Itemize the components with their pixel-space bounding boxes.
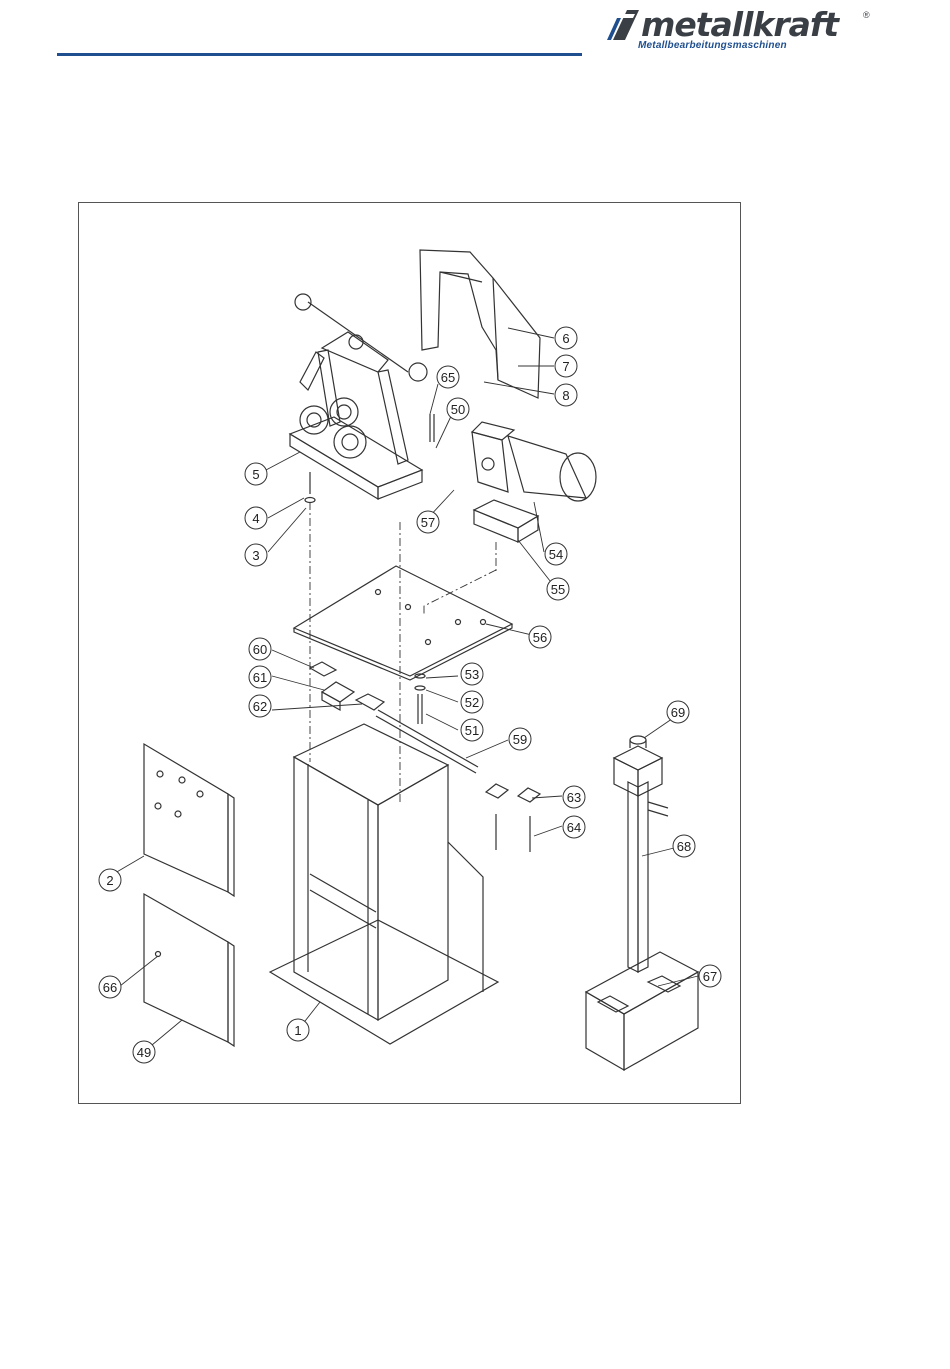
bolt-51 [415, 674, 425, 724]
callout-52: 52 [461, 691, 483, 713]
side-panel-2 [144, 744, 234, 896]
callout-label-56: 56 [533, 630, 547, 645]
gear-motor-54 [472, 422, 596, 501]
callout-label-68: 68 [677, 839, 691, 854]
callout-65: 65 [437, 366, 459, 388]
callout-label-50: 50 [451, 402, 465, 417]
control-shaft-59 [376, 710, 478, 773]
door-panel-49 [144, 894, 234, 1046]
callout-label-54: 54 [549, 547, 563, 562]
callout-label-65: 65 [441, 370, 455, 385]
callout-6: 6 [555, 327, 577, 349]
brand-logo: metallkraft ® Metallbearbeitungsmaschine… [605, 6, 875, 56]
header-rule [57, 53, 582, 56]
callout-label-59: 59 [513, 732, 527, 747]
callout-66: 66 [99, 976, 121, 998]
callout-69: 69 [667, 701, 689, 723]
callout-64: 64 [563, 816, 585, 838]
bending-head-5 [290, 294, 427, 499]
registered-mark: ® [863, 10, 870, 20]
callout-51: 51 [461, 719, 483, 741]
callout-61: 61 [249, 666, 271, 688]
callout-59: 59 [509, 728, 531, 750]
callout-label-3: 3 [252, 548, 259, 563]
callout-56: 56 [529, 626, 551, 648]
callout-label-52: 52 [465, 695, 479, 710]
callout-53: 53 [461, 663, 483, 685]
callout-label-4: 4 [252, 511, 259, 526]
callout-label-49: 49 [137, 1045, 151, 1060]
callout-label-63: 63 [567, 790, 581, 805]
logo-mark-icon [605, 8, 641, 42]
callout-62: 62 [249, 695, 271, 717]
callout-55: 55 [547, 578, 569, 600]
callout-54: 54 [545, 543, 567, 565]
callout-label-66: 66 [103, 980, 117, 995]
callout-label-62: 62 [253, 699, 267, 714]
leader-lines [110, 328, 698, 1050]
callout-label-55: 55 [551, 582, 565, 597]
machine-cabinet [270, 724, 498, 1044]
hinge-63 [486, 784, 540, 852]
callout-4: 4 [245, 507, 267, 529]
base-plate-56 [294, 566, 512, 680]
callout-8: 8 [555, 384, 577, 406]
pedal-column-68 [614, 746, 668, 972]
callout-label-67: 67 [703, 969, 717, 984]
callout-label-6: 6 [562, 331, 569, 346]
spring-65 [430, 414, 434, 442]
callout-63: 63 [563, 786, 585, 808]
callout-label-60: 60 [253, 642, 267, 657]
callout-label-69: 69 [671, 705, 685, 720]
callout-label-1: 1 [294, 1023, 301, 1038]
bolt-4 [305, 472, 315, 503]
brand-tagline: Metallbearbeitungsmaschinen [638, 40, 787, 51]
callout-7: 7 [555, 355, 577, 377]
motor-mount-55 [474, 500, 538, 542]
callout-3: 3 [245, 544, 267, 566]
callout-label-57: 57 [421, 515, 435, 530]
callout-label-61: 61 [253, 670, 267, 685]
callout-label-8: 8 [562, 388, 569, 403]
callout-label-7: 7 [562, 359, 569, 374]
callout-5: 5 [245, 463, 267, 485]
callout-label-64: 64 [567, 820, 581, 835]
callout-50: 50 [447, 398, 469, 420]
callout-2: 2 [99, 869, 121, 891]
callout-68: 68 [673, 835, 695, 857]
callout-49: 49 [133, 1041, 155, 1063]
callout-67: 67 [699, 965, 721, 987]
callout-57: 57 [417, 511, 439, 533]
exploded-parts-diagram: 1 2 3 4 5 6 7 8 49 50 51 52 53 54 55 56 … [78, 202, 741, 1104]
bracket-60 [310, 662, 336, 676]
callout-60: 60 [249, 638, 271, 660]
callout-label-5: 5 [252, 467, 259, 482]
callout-label-51: 51 [465, 723, 479, 738]
callout-label-2: 2 [106, 873, 113, 888]
bracket-62 [356, 694, 384, 710]
callout-1: 1 [287, 1019, 309, 1041]
callout-label-53: 53 [465, 667, 479, 682]
brand-name: metallkraft [641, 6, 838, 44]
